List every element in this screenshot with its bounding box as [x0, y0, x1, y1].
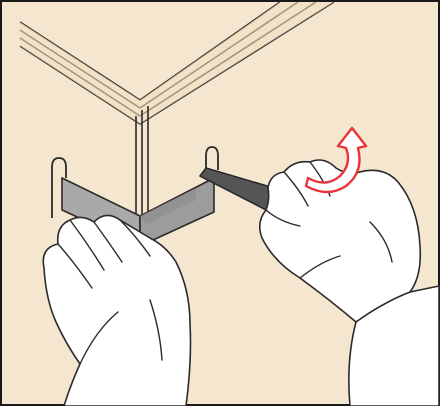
instruction-illustration	[0, 0, 440, 406]
illustration-canvas	[0, 0, 440, 406]
